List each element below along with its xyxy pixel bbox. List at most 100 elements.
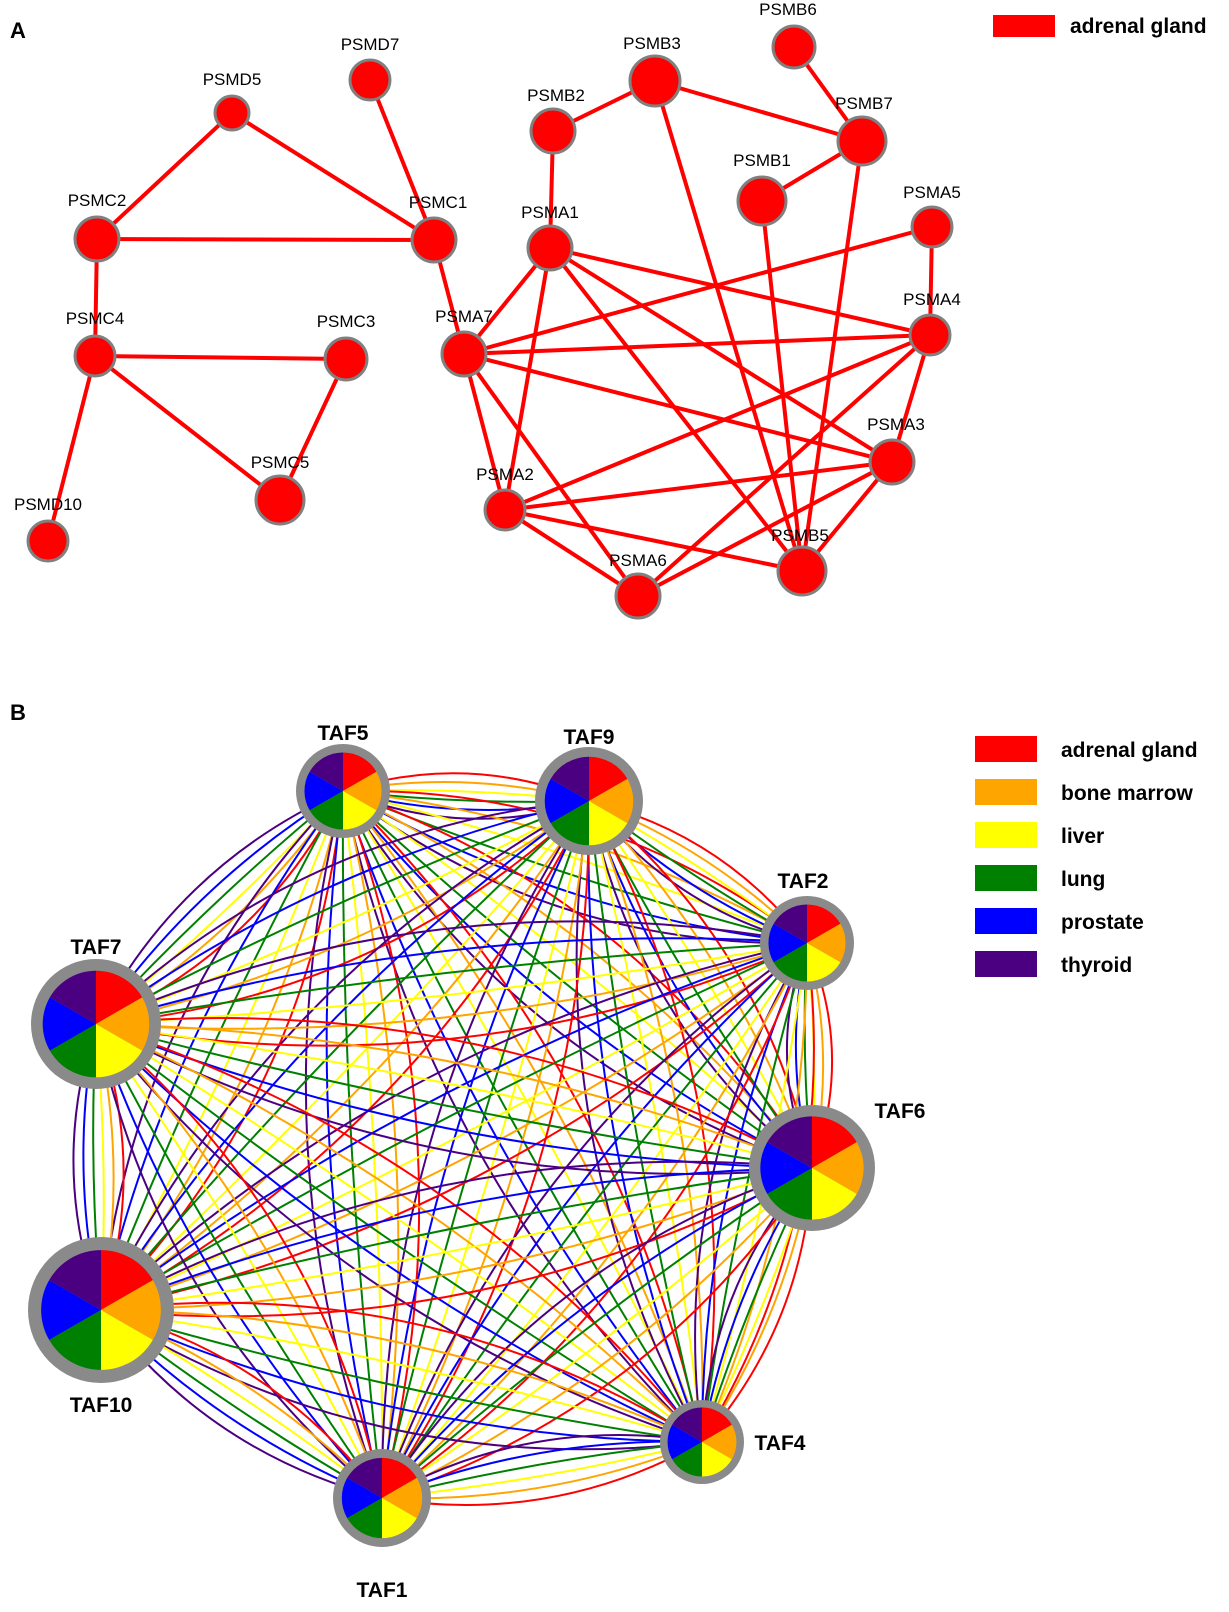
node-circle (348, 58, 392, 102)
node-label: PSMD10 (14, 495, 82, 514)
edge-taf5-taf10-adrenal-gland (100, 790, 344, 1311)
edge-taf5-taf6-thyroid (342, 790, 813, 1169)
edge-taf6-taf10-thyroid (100, 1160, 813, 1311)
pie-slice-prostate (41, 1280, 101, 1340)
legend-item-thyroid: thyroid (975, 951, 1132, 977)
node-circle (628, 54, 682, 108)
edge-taf9-taf4-thyroid (575, 800, 703, 1443)
edge-psma7-psma3 (463, 352, 893, 464)
edge-taf7-taf4-liver (95, 1023, 703, 1443)
legend-swatch-prostate (975, 908, 1037, 934)
pie-slice-thyroid (672, 1407, 702, 1442)
legend-label-thyroid: thyroid (1061, 954, 1132, 977)
node-psmc5: PSMC5 (251, 453, 309, 526)
legend-swatch-lung (975, 865, 1037, 891)
node-circle (776, 545, 828, 597)
edge-taf7-taf6-adrenal-gland (95, 1017, 813, 1169)
edge-psmd5-psmc2 (95, 111, 234, 241)
legend-swatch-bone-marrow (975, 779, 1037, 805)
pie-slice-thyroid (49, 970, 96, 1024)
node-circle (73, 334, 117, 378)
edge-taf5-taf1-bone-marrow (342, 790, 400, 1499)
pie-slice-thyroid (773, 904, 807, 943)
edge-taf2-taf4-lung (701, 942, 808, 1443)
edge-taf7-taf1-adrenal-gland (95, 1023, 383, 1499)
node-circle (614, 572, 662, 620)
node-label: PSMB2 (527, 86, 585, 105)
pie-slice-lung (767, 1168, 812, 1220)
edge-taf9-taf7-prostate (95, 800, 590, 1025)
edge-psma4-psma2 (504, 333, 931, 512)
legend-label-liver: liver (1061, 825, 1104, 848)
edge-taf9-taf7-bone-marrow (95, 800, 590, 1025)
edge-taf2-taf7-lung (95, 942, 808, 1025)
edge-taf2-taf1-thyroid (381, 942, 808, 1499)
pie-slice-bone-marrow (96, 997, 150, 1051)
edge-taf2-taf1-adrenal-gland (381, 942, 808, 1499)
pie-slice-prostate (760, 1142, 812, 1194)
node-circle (836, 115, 888, 167)
edge-psma2-psma6 (503, 508, 640, 598)
edge-taf5-taf4-lung (342, 790, 703, 1443)
edge-taf10-taf4-liver (100, 1309, 703, 1443)
node-label: PSMD5 (203, 70, 262, 89)
node-psma3: PSMA3 (867, 415, 925, 486)
node-label: PSMC1 (409, 193, 468, 212)
node-psmb7: PSMB7 (835, 94, 893, 167)
node-psma7: PSMA7 (435, 307, 493, 378)
pie-slice-liver (702, 1442, 732, 1477)
node-psmc4: PSMC4 (66, 309, 125, 378)
edge-taf5-taf10-thyroid (100, 790, 344, 1311)
edge-taf2-taf1-prostate (381, 942, 808, 1499)
node-label: PSMA2 (476, 465, 534, 484)
edge-taf10-taf4-lung (100, 1309, 703, 1443)
panel-a-letter: A (10, 18, 26, 43)
edge-psma1-psma2 (503, 247, 552, 511)
edge-psmc4-psmc3 (94, 354, 347, 361)
node-label: PSMA7 (435, 307, 493, 326)
node-circle (529, 107, 577, 155)
edge-taf10-taf4-bone-marrow (100, 1309, 703, 1443)
edge-taf7-taf4-bone-marrow (95, 1023, 703, 1443)
edge-taf6-taf10-bone-marrow (100, 1167, 813, 1311)
legend-item-adrenal-gland: adrenal gland (975, 736, 1198, 762)
edge-psmc4-psmd10 (46, 355, 97, 542)
node-label: PSMB1 (733, 151, 791, 170)
edge-taf2-taf7-prostate (95, 937, 808, 1025)
node-psma1: PSMA1 (521, 203, 579, 272)
edge-taf6-taf1-adrenal-gland (381, 1167, 813, 1499)
edge-psma7-psma2 (462, 353, 507, 511)
edge-psma4-psma6 (636, 333, 932, 598)
pie-slice-adrenal-gland (96, 970, 143, 1024)
legend-label-prostate: prostate (1061, 911, 1144, 934)
node-psmb3: PSMB3 (623, 34, 682, 108)
node-taf9: TAF9 (535, 726, 643, 855)
node-psmb6: PSMB6 (759, 0, 817, 70)
edge-taf5-taf4-prostate (342, 790, 703, 1443)
pie-slice-liver (343, 791, 377, 830)
pie-slice-adrenal-gland (589, 756, 628, 801)
edge-psmc4-psmc5 (93, 354, 282, 502)
node-taf4: TAF4 (660, 1400, 806, 1484)
pie-slice-liver (96, 1024, 143, 1078)
node-circle (254, 474, 306, 526)
pie-slice-liver (812, 1168, 857, 1220)
node-label: TAF4 (755, 1432, 806, 1455)
node-taf6: TAF6 (749, 1100, 925, 1231)
edge-taf6-taf10-adrenal-gland (100, 1167, 813, 1318)
node-psma4: PSMA4 (903, 290, 961, 357)
node-circle (483, 488, 527, 532)
edge-taf9-taf4-bone-marrow (588, 800, 704, 1443)
pie-slice-prostate (667, 1424, 702, 1460)
node-label: PSMC2 (68, 191, 127, 210)
node-psmc2: PSMC2 (68, 191, 127, 263)
edge-psma1-psma4 (549, 246, 931, 337)
pie-slice-lung (773, 943, 807, 982)
edge-taf5-taf6-lung (342, 790, 813, 1169)
node-psmb1: PSMB1 (733, 151, 791, 227)
node-label: PSMC4 (66, 309, 125, 328)
node-circle (73, 215, 121, 263)
